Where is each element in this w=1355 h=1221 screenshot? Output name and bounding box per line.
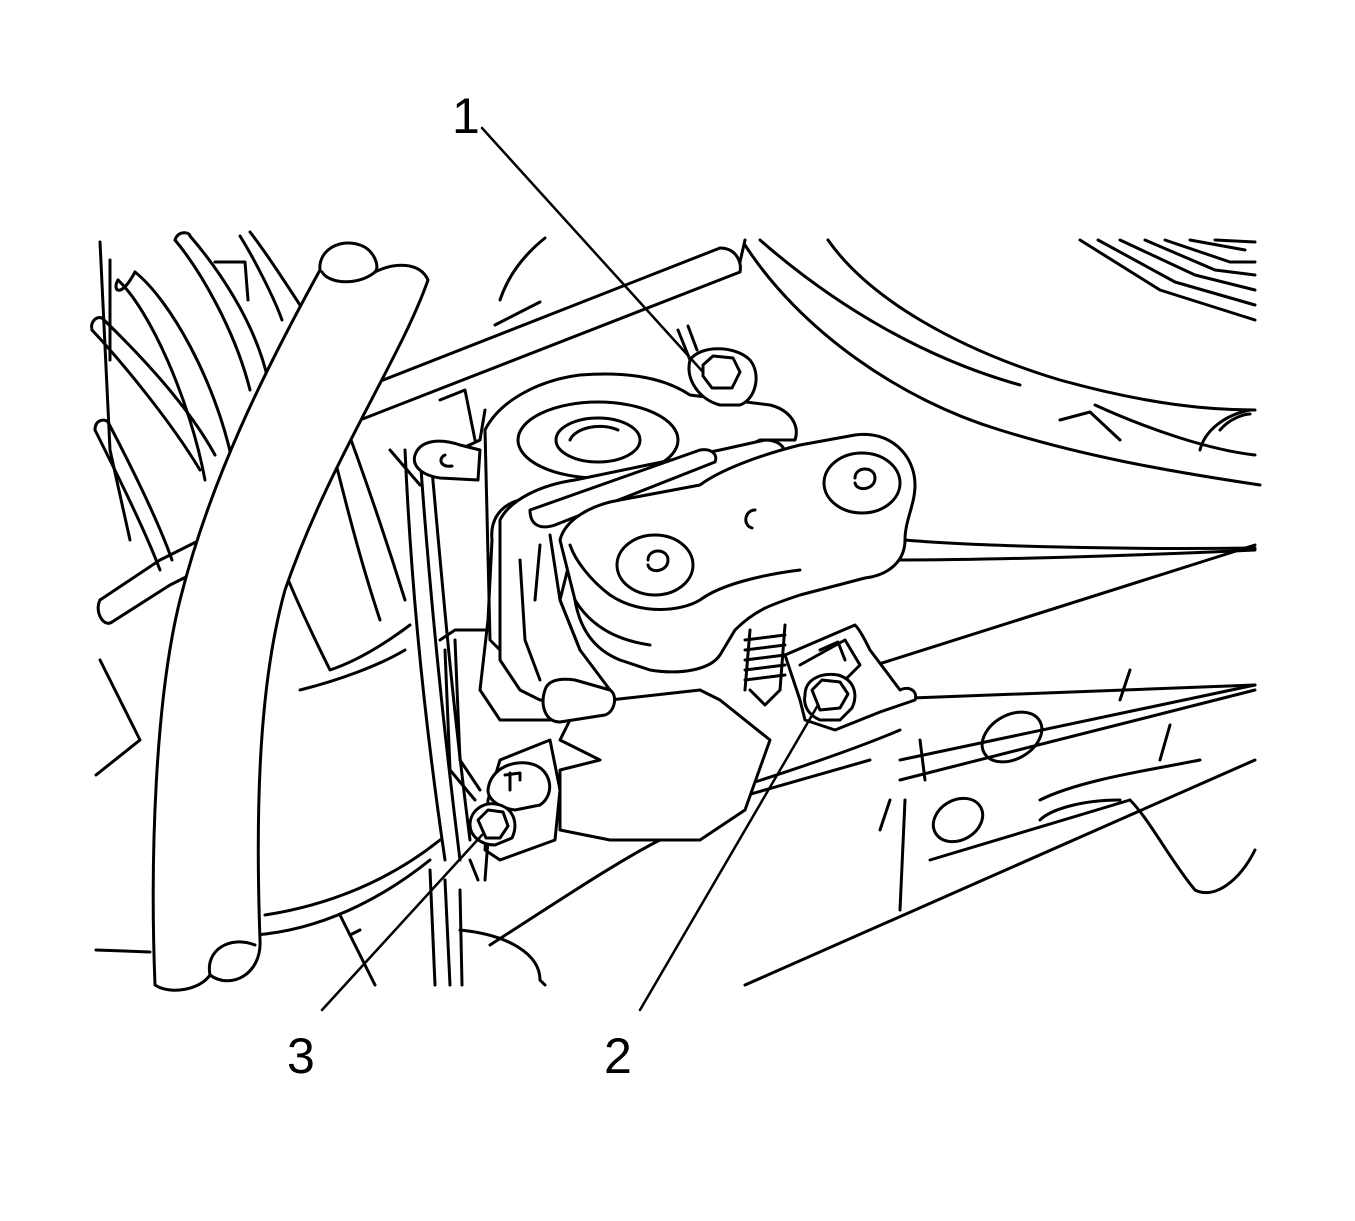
callout-2: 2 [604,1028,632,1084]
leader-1 [480,126,705,374]
callout-1: 1 [452,88,480,144]
background-structure [90,230,1262,987]
leader-2 [638,703,820,1012]
callout-3: 3 [287,1028,315,1084]
callout-labels: 1 2 3 [287,88,632,1084]
leader-3 [320,833,484,1012]
radiator-hose [151,241,430,992]
callout-leaders [320,126,820,1012]
